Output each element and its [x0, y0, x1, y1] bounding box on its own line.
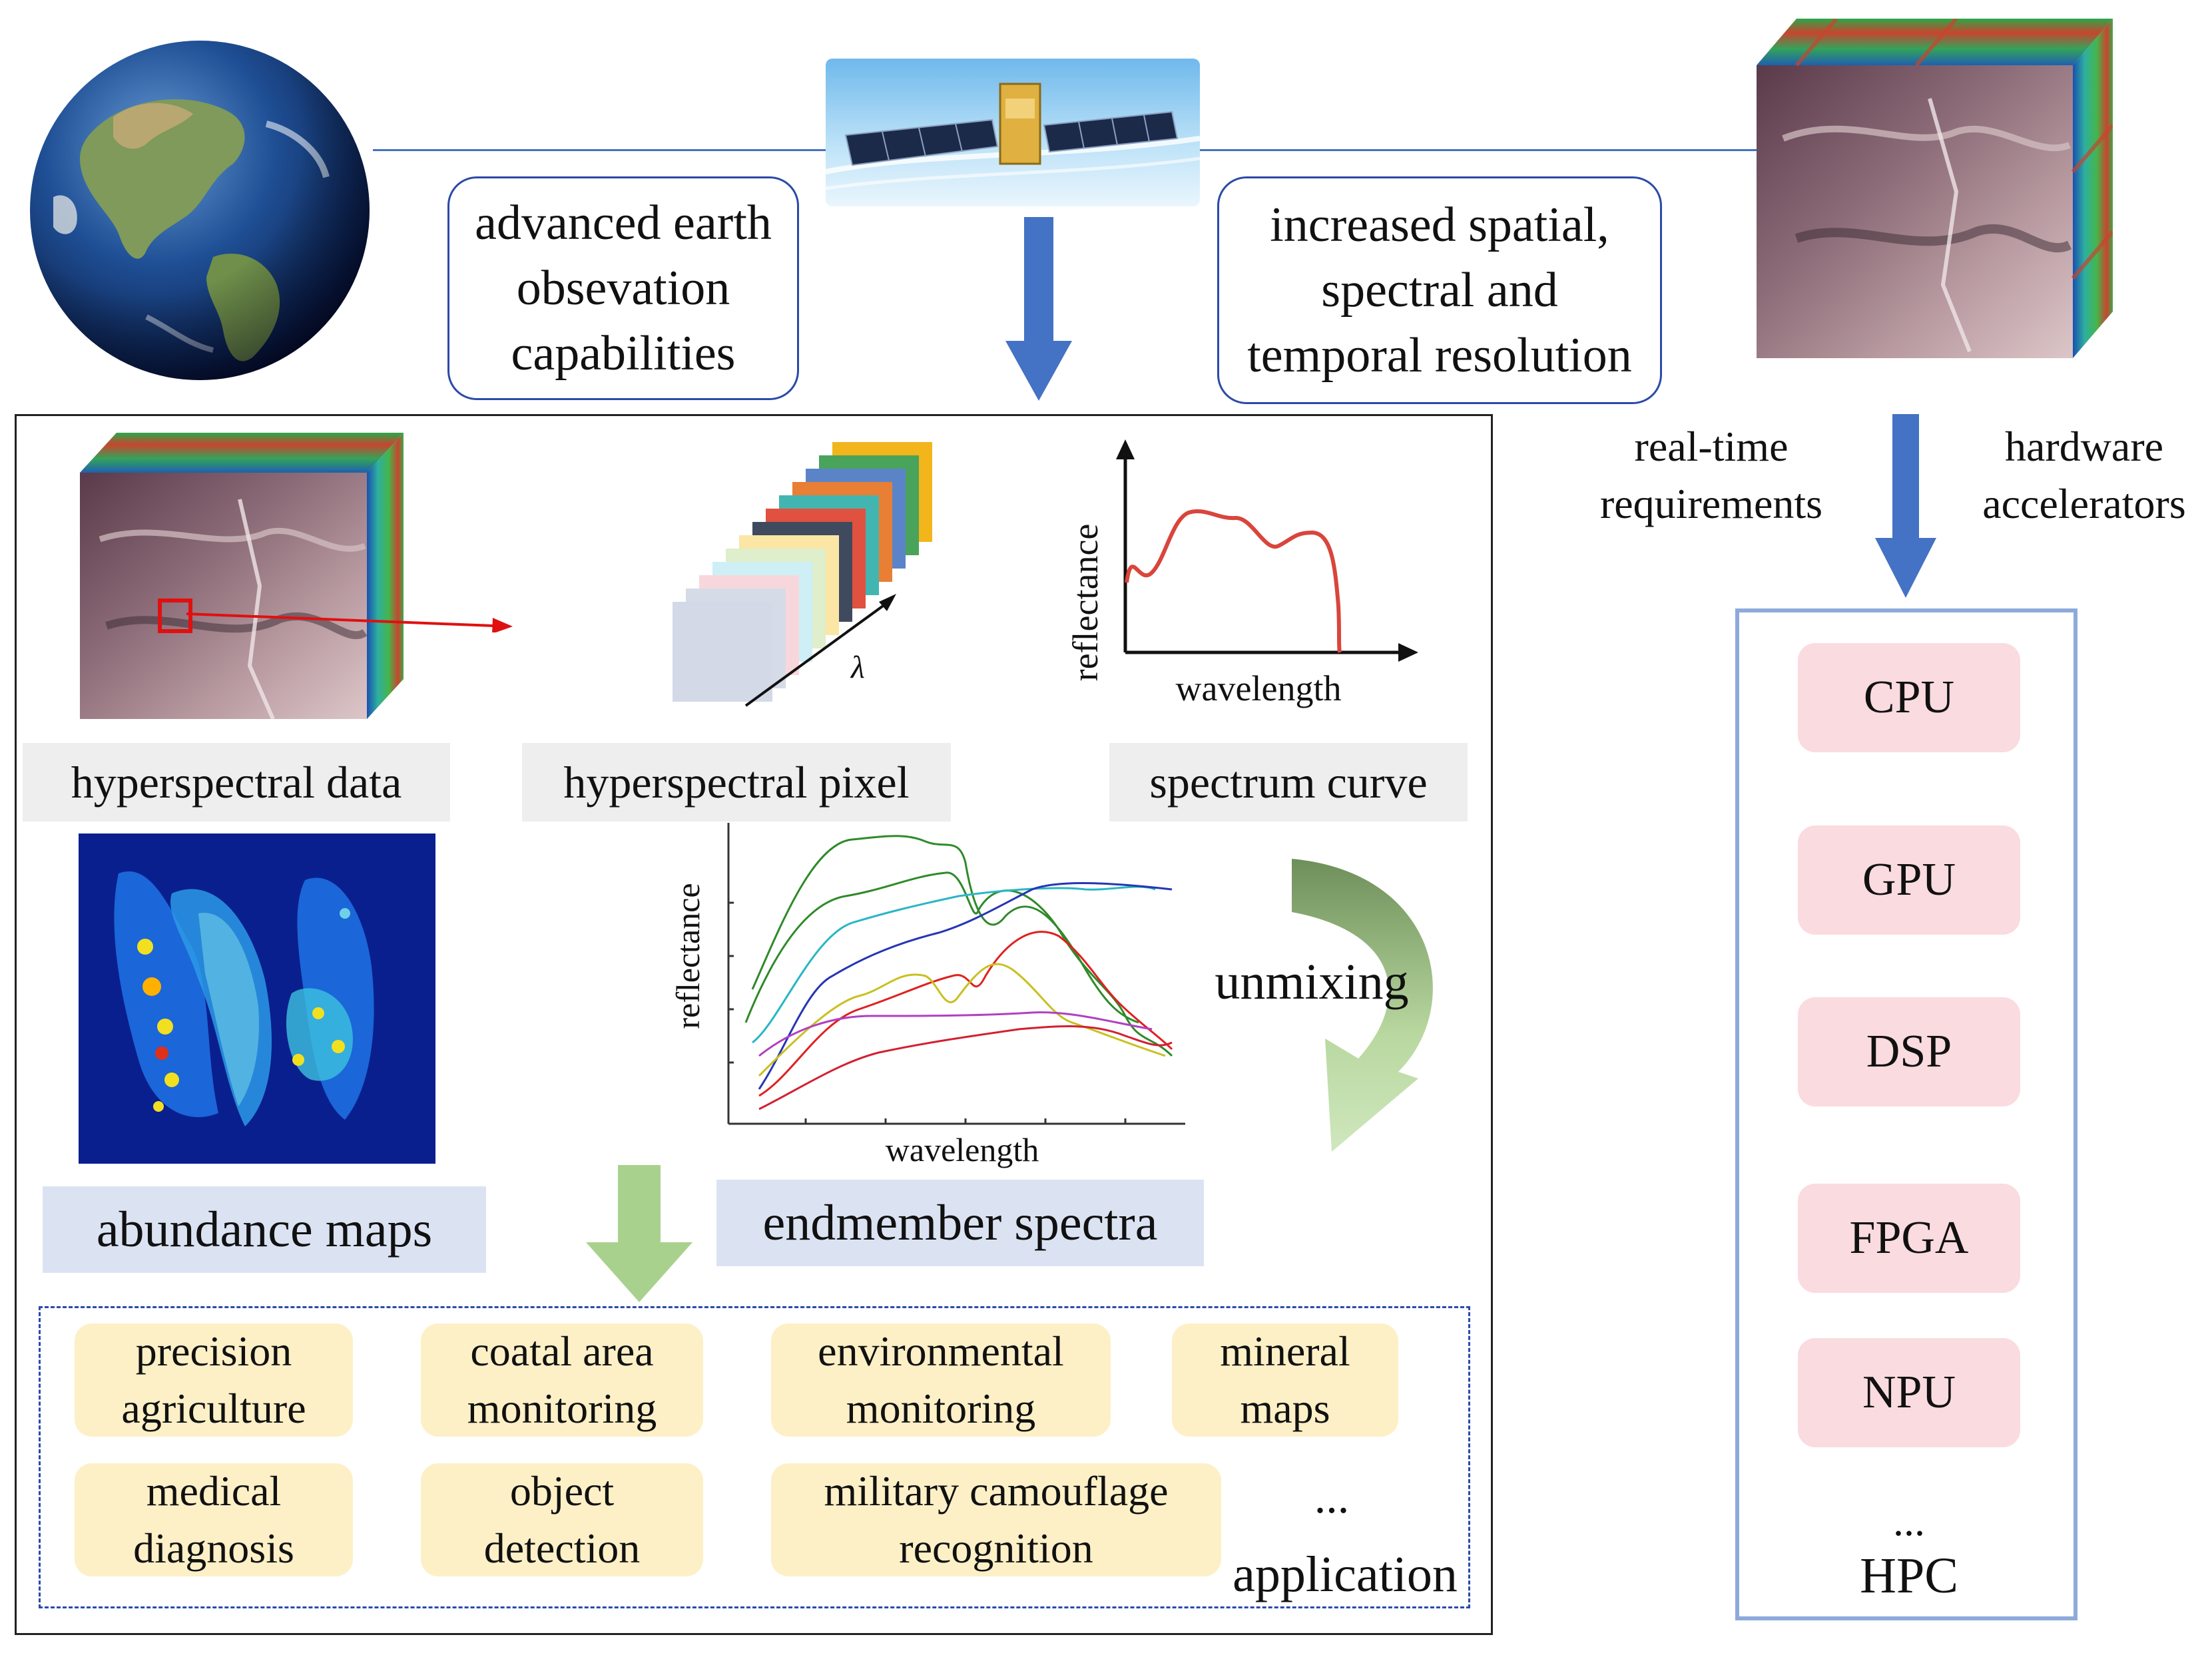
- chip-fpga: FPGA: [1798, 1184, 2020, 1293]
- app-precision-agriculture: precision agriculture: [75, 1323, 353, 1437]
- chip-dsp: DSP: [1798, 997, 2020, 1106]
- hardware-down-arrow: [1875, 414, 1936, 598]
- app-medical-diagnosis: medical diagnosis: [75, 1463, 353, 1576]
- applications-box: [39, 1306, 1470, 1608]
- chip-cpu: CPU: [1798, 643, 2020, 752]
- abundance-maps-label: abundance maps: [43, 1186, 486, 1273]
- resolution-box: increased spatial, spectral and temporal…: [1217, 176, 1662, 404]
- earth-observation-line-2: obsevation: [516, 261, 730, 316]
- resolution-line-1: increased spatial,: [1270, 198, 1609, 252]
- spectrum-curve-label: spectrum curve: [1109, 743, 1468, 822]
- hyperspectral-pixel-label: hyperspectral pixel: [522, 743, 951, 822]
- applications-label: application: [1233, 1546, 1458, 1602]
- chip-gpu: GPU: [1798, 826, 2020, 935]
- app-object-detection: object detection: [421, 1463, 703, 1576]
- chip-npu: NPU: [1798, 1338, 2020, 1447]
- green-down-arrow: [586, 1165, 692, 1302]
- hpc-title: HPC: [1860, 1548, 1958, 1604]
- unmixing-curved-arrow: [1292, 859, 1433, 1152]
- endmember-spectra-plot: reflectance wavelength: [669, 823, 1185, 1168]
- hyperspectral-cube-image: [1757, 19, 2113, 358]
- app-mineral-maps: mineral maps: [1172, 1323, 1398, 1437]
- applications-ellipsis: ...: [1314, 1472, 1350, 1523]
- earth-observation-line-1: advanced earth: [475, 196, 772, 250]
- main-panel: [15, 414, 1493, 1635]
- app-military-camouflage: military camouflage recognition: [771, 1463, 1221, 1576]
- lambda-symbol: λ: [850, 650, 865, 685]
- spectrum-curve-plot: reflectance wavelength: [1065, 439, 1418, 708]
- resolution-line-3: temporal resolution: [1247, 328, 1632, 383]
- down-arrow-center: [1005, 217, 1072, 401]
- earth-globe-image: [30, 41, 370, 380]
- hpc-ellipsis: ...: [1893, 1497, 1925, 1544]
- endmember-x-label: wavelength: [886, 1131, 1039, 1168]
- endmember-y-label: reflectance: [669, 883, 706, 1029]
- hpc-panel: [1735, 608, 2077, 1620]
- abundance-heatmap-image: [79, 833, 435, 1164]
- hardware-accelerators-text: hardware accelerators: [1982, 423, 2186, 527]
- spectrum-x-label: wavelength: [1176, 668, 1342, 708]
- satellite-image: [826, 59, 1200, 206]
- pixel-red-arrow: [186, 612, 513, 632]
- unmixing-label: unmixing: [1215, 954, 1409, 1010]
- resolution-line-2: spectral and: [1321, 263, 1558, 318]
- earth-observation-box: advanced earth obsevation capabilities: [447, 176, 799, 400]
- spectrum-y-label: reflectance: [1065, 524, 1105, 682]
- earth-observation-line-3: capabilities: [511, 326, 736, 381]
- app-coastal-monitoring: coatal area monitoring: [421, 1323, 703, 1437]
- real-time-requirements-text: real-time requirements: [1599, 423, 1823, 527]
- endmember-spectra-label: endmember spectra: [716, 1180, 1204, 1266]
- hyperspectral-pixel-bands: λ: [673, 442, 932, 707]
- panel-hyperspectral-cube-image: [80, 433, 404, 719]
- hyperspectral-data-label: hyperspectral data: [23, 743, 450, 822]
- app-environmental-monitoring: environmental monitoring: [771, 1323, 1111, 1437]
